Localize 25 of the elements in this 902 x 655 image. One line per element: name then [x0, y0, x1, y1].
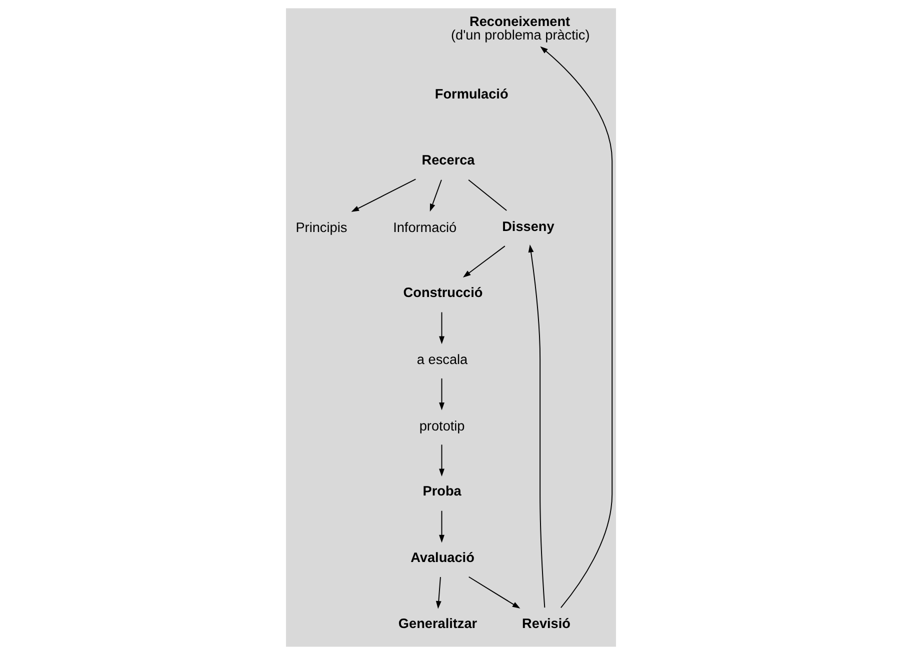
- node-text: Construcció: [403, 285, 483, 300]
- node-text: Disseny: [502, 218, 554, 234]
- arrow: [436, 576, 442, 609]
- arrow: [439, 444, 444, 476]
- node-text: Recerca: [422, 152, 475, 168]
- node-text: Revisió: [522, 616, 570, 632]
- node-text: Principis: [296, 220, 348, 235]
- arrow: [439, 378, 444, 410]
- node-text: Generalitzar: [398, 616, 478, 632]
- arrow: [528, 244, 546, 608]
- node-text: Formulació: [434, 86, 508, 102]
- node-text: prototip: [419, 418, 465, 434]
- node-text: Proba: [422, 484, 462, 499]
- node-text: Informació: [393, 220, 457, 235]
- node-text: Avaluació: [410, 550, 474, 565]
- arrow: [430, 179, 442, 212]
- node-text: Reconeixement (d'un problema pràctic): [451, 14, 590, 43]
- arrow: [439, 312, 444, 344]
- connector: [468, 179, 508, 211]
- arrow: [462, 246, 506, 278]
- arrow: [439, 510, 444, 543]
- arrow: [468, 576, 520, 609]
- arrow: [351, 178, 416, 212]
- node-text: a escala: [416, 352, 468, 368]
- arrow: [540, 46, 613, 608]
